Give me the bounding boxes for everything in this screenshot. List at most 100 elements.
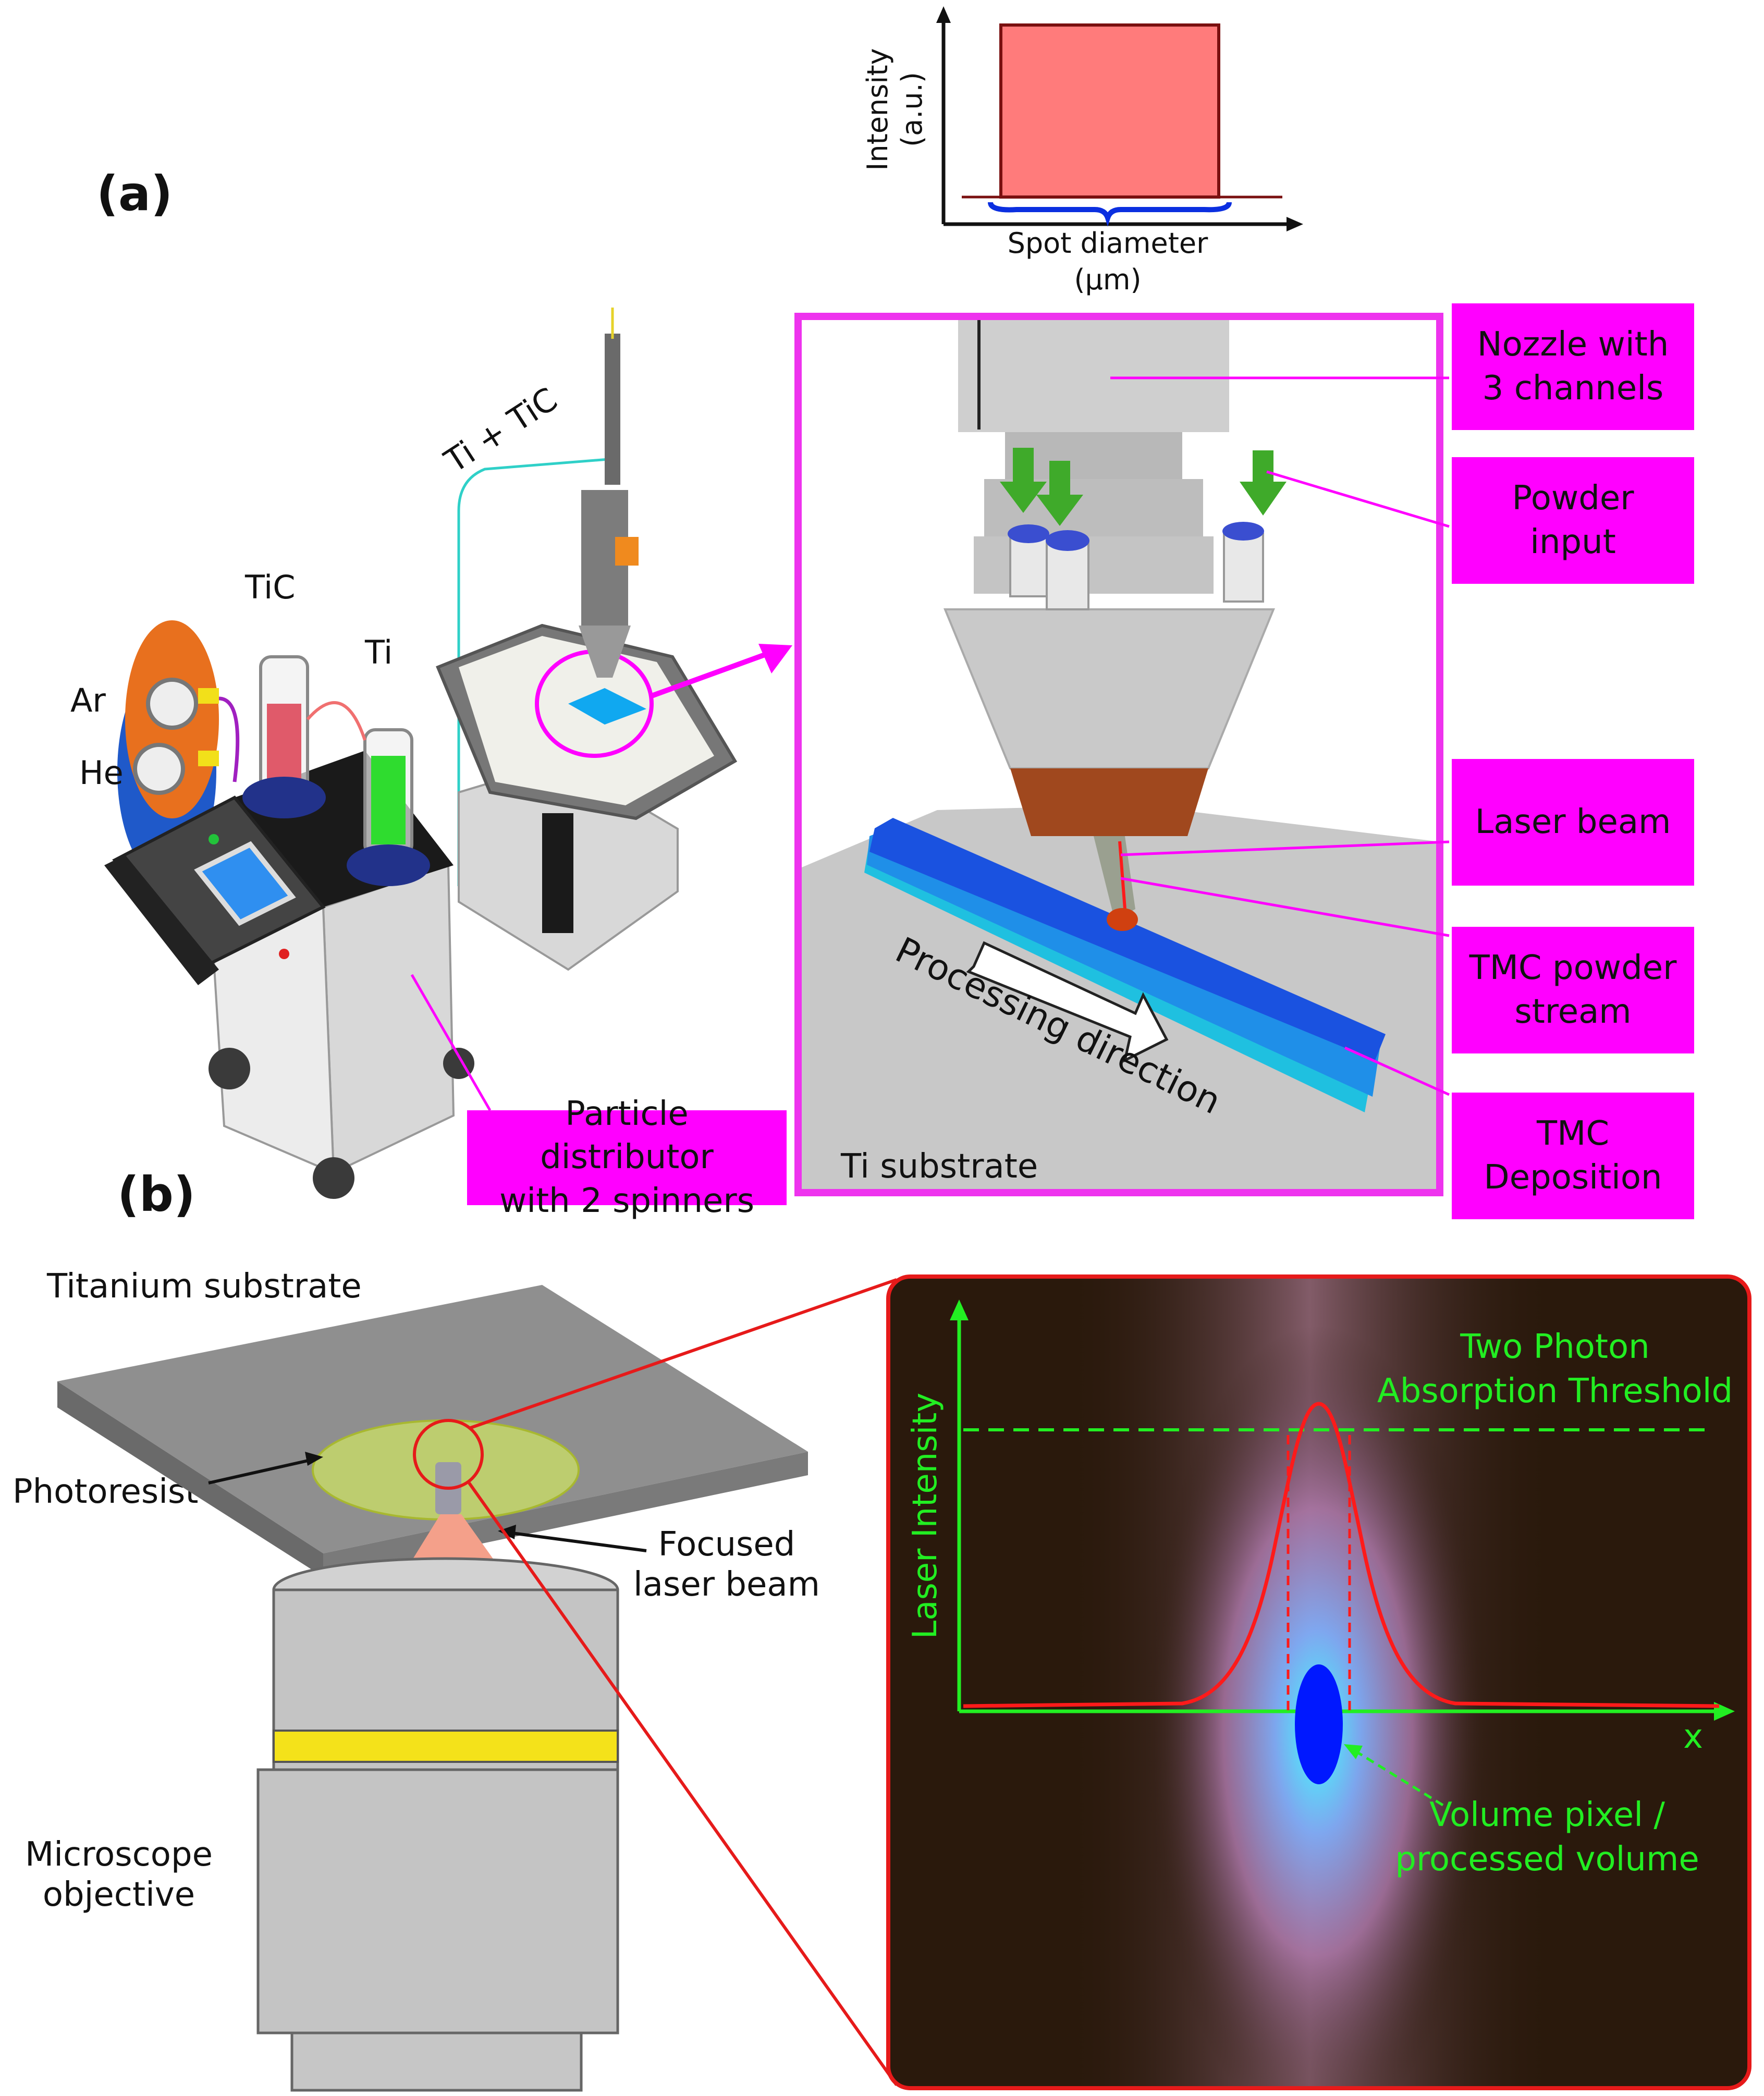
panel-button-green (209, 834, 219, 844)
callout-tmc-stream: TMC powder stream (1452, 927, 1694, 1053)
ti-powder (371, 756, 406, 844)
label-microscope-line2: objective (42, 1875, 195, 1914)
volume-pixel (1295, 1664, 1343, 1784)
inset-y-arrow (950, 1300, 969, 1320)
tic-powder (267, 704, 301, 782)
titanium-plate-front (57, 1381, 323, 1577)
dmd-head-orange (615, 537, 639, 566)
objective-tip (290, 2031, 583, 2092)
powder-inlet-cap-3 (1222, 522, 1264, 541)
beam-pointer-head (498, 1525, 516, 1539)
label-tic: TiC (245, 568, 296, 606)
threshold-label-2: Absorption Threshold (1377, 1372, 1733, 1411)
powder-feed-line (457, 457, 616, 886)
callout-laser-beam: Laser beam (1452, 759, 1694, 886)
voxel-pointer-head (1344, 1744, 1363, 1759)
gas-line (218, 696, 240, 782)
callout-laser-line1: Laser beam (1475, 802, 1671, 841)
dmd-table-top (459, 636, 714, 805)
he-gauge (133, 743, 185, 795)
distributor-leader (410, 974, 492, 1111)
leader-powder (1266, 470, 1450, 528)
zoom-line-top (469, 1278, 897, 1430)
top-hat-y-arrow (936, 6, 951, 23)
processing-direction-arrow (966, 941, 1169, 1063)
top-hat-ylabel-1: Intensity (861, 48, 894, 170)
callout-nozzle-line1: Nozzle with (1477, 325, 1669, 364)
ar-gauge (146, 678, 198, 730)
leader-deposition (1344, 1046, 1450, 1096)
machine-illustration (104, 308, 738, 1199)
threshold-label-1: Two Photon (1460, 1328, 1649, 1366)
top-hat-profile (999, 23, 1220, 199)
zoom-illustration: Processing direction Ti substrate (802, 320, 1436, 1189)
top-hat-xlabel-2: (µm) (1074, 263, 1141, 296)
panel-a-letter: (a) (96, 166, 173, 222)
powder-arrow-2 (1036, 461, 1083, 526)
melt-pool (1107, 908, 1138, 931)
tpp-setup-illustration (57, 1278, 897, 2092)
inset-xlabel: x (1683, 1718, 1703, 1756)
powder-inlet-cap-1 (1008, 524, 1049, 543)
label-focused-beam-line1: Focused (658, 1525, 795, 1564)
label-microscope: Microscope objective (25, 1835, 213, 1915)
objective-yellow-band (273, 1730, 619, 1763)
ti-substrate-label: Ti substrate (840, 1147, 1038, 1186)
inset-x-arrow (1714, 1702, 1735, 1721)
label-microscope-line1: Microscope (25, 1835, 213, 1874)
callout-stream-line1: TMC powder (1469, 949, 1677, 988)
tpp-inset-plot: Two Photon Absorption Threshold Laser In… (906, 1279, 1735, 2086)
panel-handle (104, 855, 219, 985)
dmd-fiber (605, 334, 620, 485)
focused-laser-cone (407, 1514, 500, 1569)
callout-leaders-a (1110, 376, 1450, 1096)
photoresist-pointer-head (305, 1452, 323, 1466)
powder-inlet-3 (1223, 533, 1264, 603)
dmd-column-duct (542, 813, 573, 933)
caster-1 (209, 1048, 250, 1089)
laser-beam (1118, 841, 1126, 910)
gaussian-intensity-curve (963, 1402, 1720, 1708)
dmd-workpiece (568, 688, 646, 725)
label-titanium-substrate: Titanium substrate (47, 1267, 362, 1306)
top-hat-inset: Intensity (a.u.) Spot diameter (µm) (861, 6, 1303, 296)
voxel-pointer (1353, 1749, 1444, 1807)
caster-2 (313, 1157, 354, 1199)
callout-nozzle: Nozzle with 3 channels (1452, 303, 1694, 430)
callout-nozzle-line2: 3 channels (1482, 369, 1664, 408)
powder-arrow-1 (1000, 448, 1047, 513)
distributor-callout: Particle distributor with 2 spinners (467, 1095, 787, 1220)
ti-spinner-base (347, 844, 430, 886)
leader-stream (1120, 877, 1450, 937)
ar-regulator (198, 688, 219, 704)
label-focused-beam-line2: laser beam (633, 1565, 820, 1604)
titanium-plate-top (57, 1285, 808, 1553)
leader-laser (1120, 840, 1450, 856)
callout-powder-line1: Powder (1512, 479, 1634, 518)
powder-inlet-2 (1046, 541, 1089, 610)
label-he: He (79, 754, 124, 792)
callout-deposition-line1: TMC (1537, 1114, 1609, 1154)
label-photoresist: Photoresist (13, 1473, 199, 1511)
callout-powder-input: Powder input (1452, 457, 1694, 584)
powder-arrow-3 (1240, 450, 1287, 516)
zoom-arrow (651, 644, 792, 698)
control-screen (194, 841, 296, 926)
callout-powder-line2: input (1530, 522, 1616, 561)
nozzle-collar-1 (1005, 432, 1182, 479)
objective-lower-body (256, 1768, 619, 2034)
top-hat-xlabel-1: Spot diameter (1008, 227, 1209, 260)
spot-diameter-brace (988, 202, 1232, 227)
spinner-link-tube (306, 701, 366, 741)
callout-tmc-deposition: TMC Deposition (1452, 1093, 1694, 1219)
zoom-source-circle-b (413, 1419, 484, 1490)
photoresist-pointer (208, 1458, 313, 1485)
top-hat-ylabel-2: (a.u.) (896, 72, 928, 147)
callout-deposition-line2: Deposition (1484, 1158, 1662, 1197)
powder-inlet-cap-2 (1046, 530, 1089, 551)
panel-b-letter: (b) (117, 1167, 195, 1222)
he-regulator (198, 751, 219, 766)
zoom-line-bottom (468, 1482, 897, 2086)
inset-ylabel: Laser Intensity (906, 1393, 945, 1639)
label-focused-beam: Focused laser beam (633, 1525, 820, 1605)
